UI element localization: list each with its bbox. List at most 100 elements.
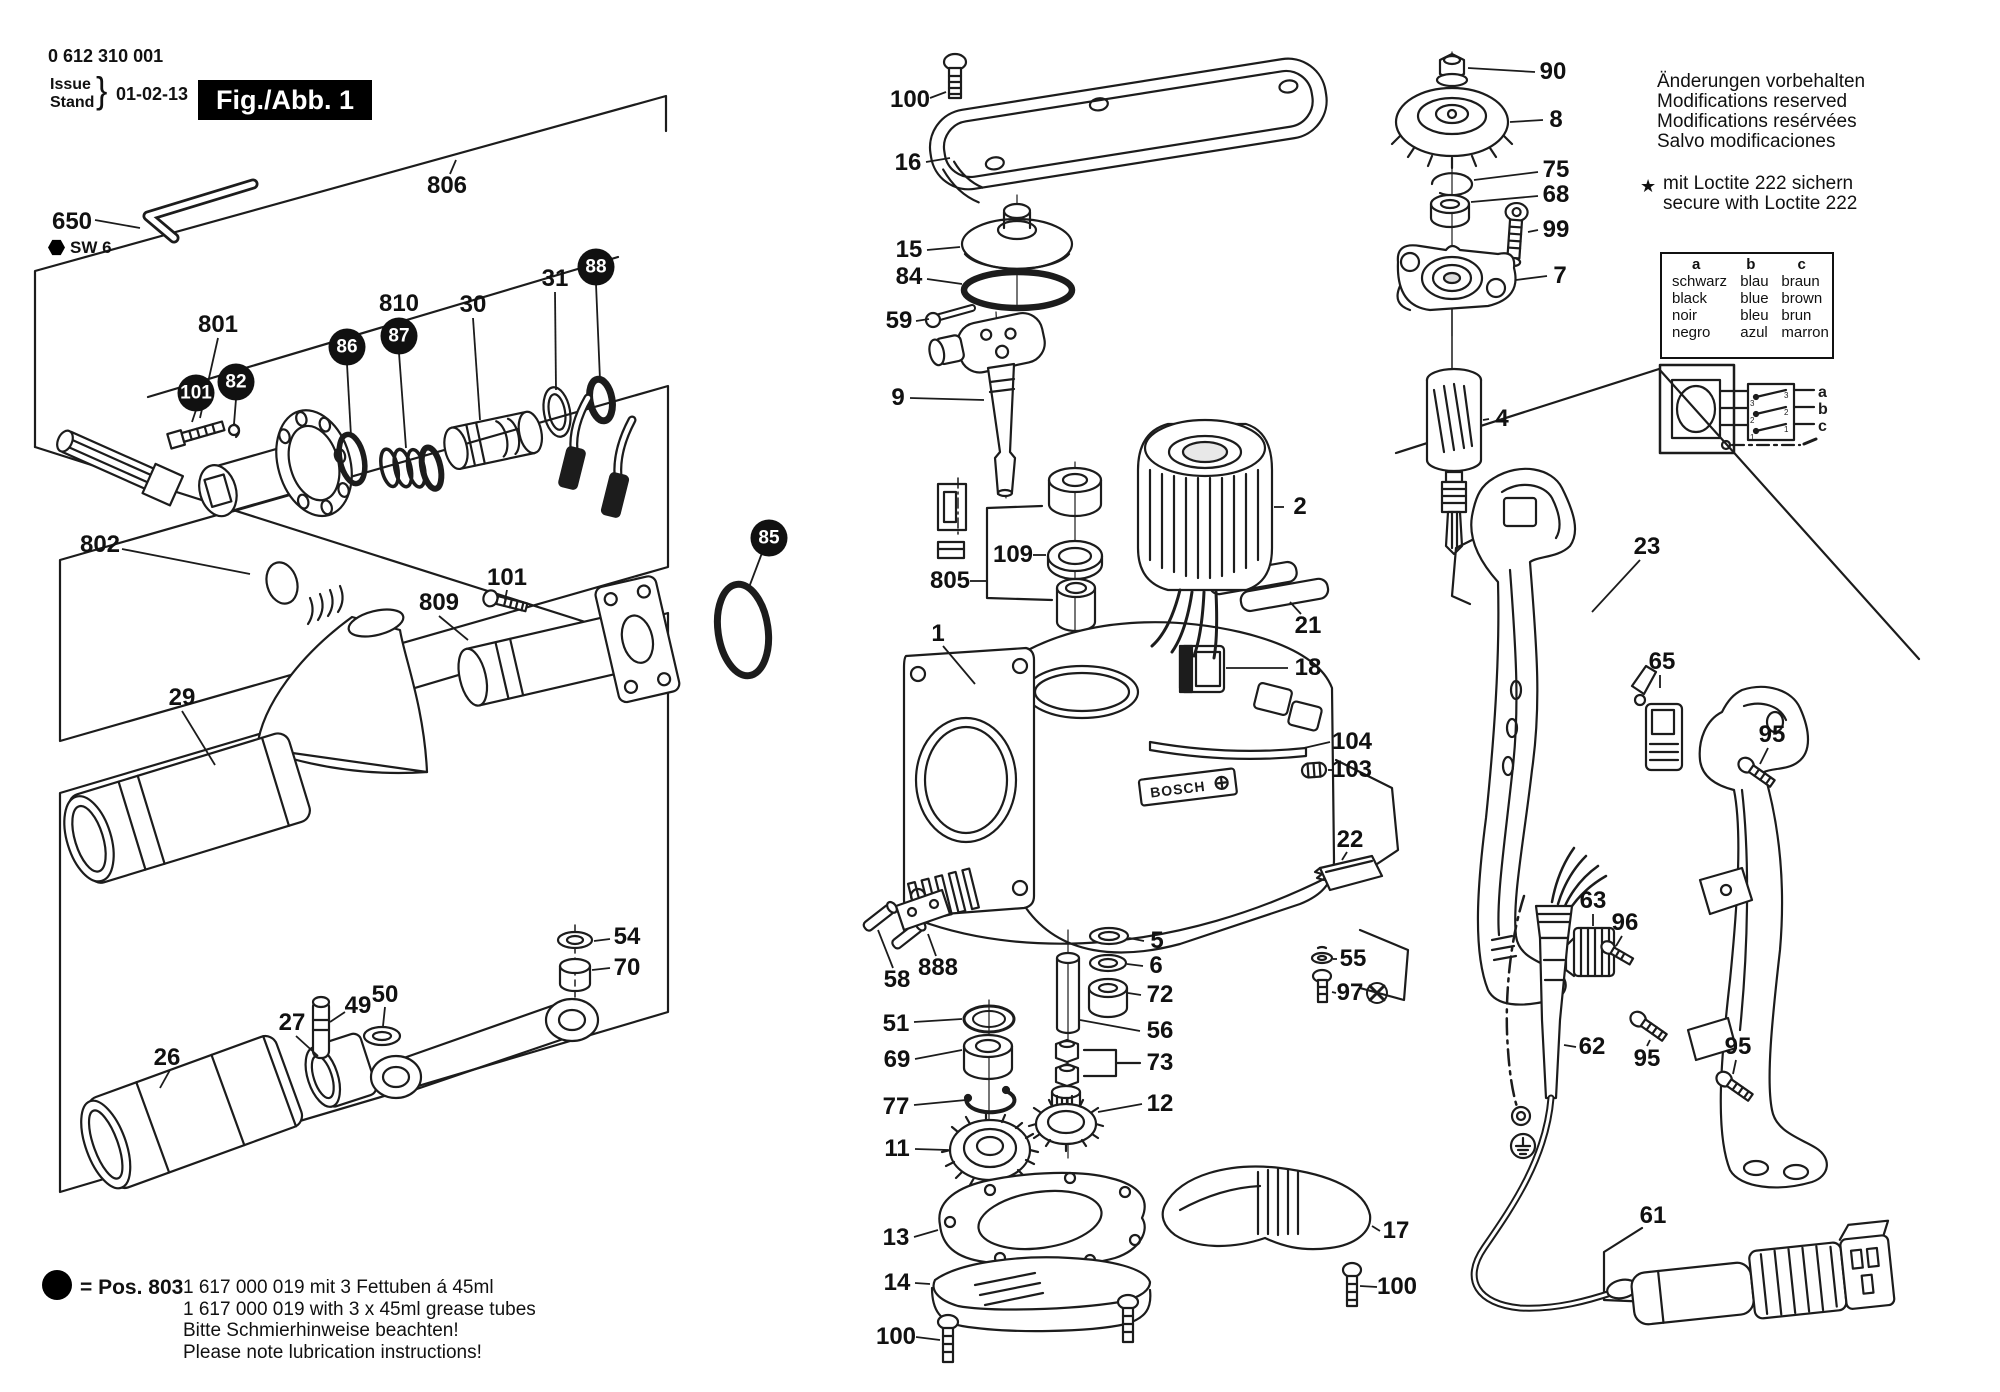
part-label-13: 13 bbox=[882, 1224, 910, 1251]
part-label-49: 49 bbox=[344, 992, 372, 1019]
part-label-61: 61 bbox=[1639, 1202, 1667, 1229]
terminal-a-label: a bbox=[1818, 384, 1827, 401]
part-label-99: 99 bbox=[1542, 216, 1570, 243]
part-label-801: 801 bbox=[197, 311, 239, 338]
color-cell: brun bbox=[1781, 307, 1812, 324]
leader-line bbox=[1563, 1044, 1577, 1048]
grease-note-label: = Pos. 803 bbox=[80, 1276, 184, 1299]
part-label-101: 101 bbox=[486, 564, 528, 591]
part-label-84: 84 bbox=[895, 263, 923, 290]
color-cell: noir bbox=[1672, 307, 1698, 324]
leader-line bbox=[913, 1018, 963, 1023]
part-label-109: 109 bbox=[992, 541, 1034, 568]
leader-line bbox=[1646, 1039, 1651, 1047]
part-label-85: 85 bbox=[750, 519, 788, 557]
leader-line bbox=[593, 938, 611, 942]
leader-line bbox=[915, 318, 930, 322]
document-part-number: 0 612 310 001 bbox=[48, 46, 164, 66]
part-label-30: 30 bbox=[459, 291, 487, 318]
base-plate-drawing bbox=[930, 854, 1388, 1364]
leader-line bbox=[1470, 195, 1539, 203]
leader-line bbox=[1473, 171, 1539, 181]
part-label-805: 805 bbox=[929, 567, 971, 594]
modifications-note-line: Änderungen vorbehalten bbox=[1657, 71, 1866, 92]
issue-label: Issue bbox=[50, 76, 91, 93]
part-label-58: 58 bbox=[883, 966, 911, 993]
part-label-22: 22 bbox=[1336, 826, 1364, 853]
modifications-note-line: Modifications resérvées bbox=[1657, 111, 1857, 132]
star-icon: ★ bbox=[1640, 176, 1657, 196]
color-column-header: b bbox=[1746, 256, 1756, 273]
leader-line bbox=[191, 409, 197, 423]
leader-line bbox=[181, 710, 216, 766]
part-label-70: 70 bbox=[613, 954, 641, 981]
part-label-62: 62 bbox=[1578, 1033, 1606, 1060]
allen-key-drawing bbox=[142, 178, 259, 244]
leader-line bbox=[877, 929, 894, 969]
modifications-note-line: Modifications reserved bbox=[1657, 91, 1848, 112]
part-label-31: 31 bbox=[541, 265, 569, 292]
part-label-101: 101 bbox=[177, 374, 215, 412]
grease-note-line: Please note lubrication instructions! bbox=[183, 1341, 482, 1363]
part-label-96: 96 bbox=[1611, 909, 1639, 936]
leader-line bbox=[913, 1099, 967, 1106]
stand-label: Stand bbox=[50, 94, 95, 111]
part-label-95: 95 bbox=[1633, 1045, 1661, 1072]
part-label-73: 73 bbox=[1146, 1049, 1174, 1076]
part-label-90: 90 bbox=[1539, 58, 1567, 85]
leader-line bbox=[438, 615, 469, 641]
leader-line bbox=[591, 967, 611, 971]
leader-line bbox=[449, 159, 457, 175]
part-label-810: 810 bbox=[378, 290, 420, 317]
leader-line bbox=[295, 1035, 319, 1057]
leader-line bbox=[1467, 67, 1536, 73]
leader-line bbox=[472, 317, 481, 421]
loctite-note-line: secure with Loctite 222 bbox=[1663, 193, 1858, 214]
terminal-c-label: c bbox=[1818, 418, 1827, 435]
part-label-100: 100 bbox=[1376, 1273, 1418, 1300]
leader-line bbox=[382, 1006, 386, 1027]
part-label-29: 29 bbox=[168, 684, 196, 711]
part-label-82: 82 bbox=[217, 363, 255, 401]
part-label-11: 11 bbox=[884, 1135, 910, 1162]
part-label-63: 63 bbox=[1579, 887, 1607, 914]
part-label-77: 77 bbox=[882, 1093, 910, 1120]
hex-bullet-icon bbox=[48, 239, 65, 256]
wrench-size-note: SW 6 bbox=[70, 238, 112, 257]
contact-number: 1 bbox=[1750, 433, 1755, 442]
leader-line bbox=[926, 246, 961, 251]
part-label-27: 27 bbox=[278, 1009, 306, 1036]
part-label-4: 4 bbox=[1495, 405, 1509, 432]
leader-line bbox=[398, 352, 407, 449]
color-cell: braun bbox=[1781, 273, 1820, 290]
leader-line bbox=[915, 1336, 941, 1341]
gear-train-drawing bbox=[862, 888, 1130, 1193]
part-label-51: 51 bbox=[882, 1010, 910, 1037]
part-label-16: 16 bbox=[894, 149, 922, 176]
part-label-17: 17 bbox=[1382, 1217, 1410, 1244]
part-label-56: 56 bbox=[1146, 1017, 1174, 1044]
bearing-stack-drawing bbox=[936, 461, 1104, 643]
part-label-59: 59 bbox=[885, 307, 913, 334]
part-label-1: 1 bbox=[931, 620, 945, 647]
leader-line bbox=[346, 363, 352, 437]
leader-line bbox=[1289, 601, 1302, 615]
leader-line bbox=[94, 219, 141, 229]
part-label-50: 50 bbox=[371, 981, 399, 1008]
leader-line bbox=[1527, 229, 1539, 233]
part-label-9: 9 bbox=[891, 384, 905, 411]
issue-date: 01-02-13 bbox=[116, 84, 189, 104]
leader-line bbox=[1371, 1225, 1381, 1232]
leader-line bbox=[747, 552, 763, 591]
modifications-note-line: Salvo modificaciones bbox=[1657, 131, 1836, 152]
contact-number: 3 bbox=[1784, 391, 1789, 400]
leader-line bbox=[1127, 992, 1142, 996]
part-label-104: 104 bbox=[1331, 728, 1373, 755]
fan-bearing-stack-drawing bbox=[1390, 51, 1529, 337]
leader-line bbox=[1509, 119, 1544, 123]
issue-brace: } bbox=[96, 70, 108, 112]
leader-line bbox=[1331, 991, 1337, 994]
loctite-note-line: mit Loctite 222 sichern bbox=[1663, 173, 1854, 194]
leader-line bbox=[233, 398, 237, 425]
